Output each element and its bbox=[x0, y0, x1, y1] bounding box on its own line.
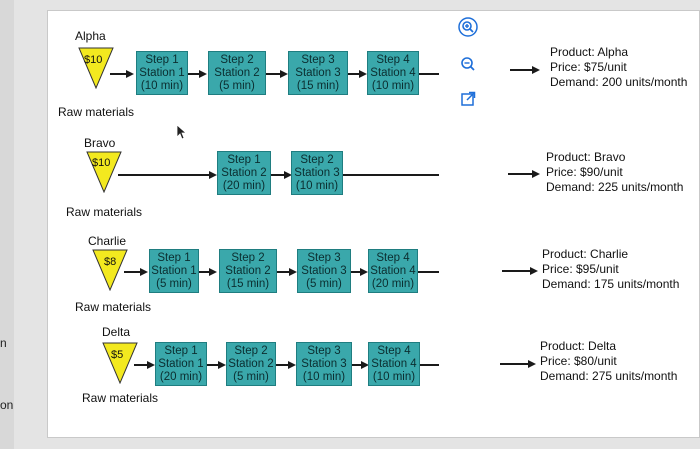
raw-materials-label-bravo: Raw materials bbox=[66, 205, 143, 219]
raw-cost-charlie: $8 bbox=[104, 256, 117, 268]
raw-cost-alpha: $10 bbox=[84, 54, 103, 66]
output-arrow-bravo bbox=[532, 169, 540, 178]
raw-materials-label-alpha: Raw materials bbox=[58, 105, 135, 119]
output-line-alpha bbox=[510, 69, 532, 71]
flow-line bbox=[266, 73, 280, 75]
product-name-bravo: Bravo bbox=[84, 136, 116, 150]
flow-line bbox=[348, 73, 360, 75]
flow-arrow bbox=[360, 267, 368, 276]
raw-material-triangle-charlie bbox=[92, 249, 128, 291]
flow-line bbox=[419, 73, 439, 75]
flow-arrow bbox=[140, 267, 148, 276]
raw-materials-label-delta: Raw materials bbox=[82, 391, 159, 405]
output-line-charlie bbox=[502, 270, 530, 272]
output-line-bravo bbox=[508, 173, 532, 175]
raw-material-triangle-delta bbox=[102, 342, 138, 384]
raw-material-triangle-bravo bbox=[86, 151, 122, 193]
flow-line bbox=[134, 364, 148, 366]
flow-line bbox=[118, 174, 210, 176]
output-line-delta bbox=[500, 363, 528, 365]
output-arrow-delta bbox=[528, 359, 536, 368]
left-window-edge bbox=[0, 0, 14, 449]
flow-arrow bbox=[288, 360, 296, 369]
product-name-delta: Delta bbox=[102, 325, 131, 339]
flow-arrow bbox=[289, 267, 297, 276]
flow-arrow bbox=[199, 69, 207, 78]
open-external-icon[interactable] bbox=[458, 89, 478, 109]
flow-arrow bbox=[147, 360, 155, 369]
flow-line bbox=[271, 174, 284, 176]
flow-line bbox=[351, 271, 361, 273]
product-name-alpha: Alpha bbox=[75, 29, 106, 43]
flow-arrow bbox=[126, 69, 134, 78]
flow-line bbox=[277, 271, 290, 273]
flow-line bbox=[199, 271, 210, 273]
flow-arrow bbox=[209, 267, 217, 276]
flow-arrow bbox=[359, 69, 367, 78]
raw-material-triangle-alpha bbox=[78, 47, 114, 89]
raw-materials-label-charlie: Raw materials bbox=[75, 300, 152, 314]
flow-line bbox=[276, 364, 289, 366]
flow-line bbox=[124, 271, 141, 273]
left-edge-text-2: on bbox=[0, 398, 14, 412]
raw-cost-delta: $5 bbox=[111, 349, 124, 361]
flow-arrow bbox=[280, 69, 288, 78]
raw-cost-bravo: $10 bbox=[92, 157, 111, 169]
zoom-in-icon[interactable] bbox=[458, 17, 478, 37]
output-arrow-charlie bbox=[530, 266, 538, 275]
flow-line bbox=[352, 364, 362, 366]
flow-line bbox=[343, 174, 439, 176]
flow-arrow bbox=[218, 360, 226, 369]
product-name-charlie: Charlie bbox=[88, 234, 127, 248]
flow-line bbox=[207, 364, 219, 366]
flow-line bbox=[418, 271, 439, 273]
left-edge-text-1: n bbox=[0, 336, 7, 350]
flow-arrow bbox=[284, 170, 292, 179]
flow-arrow bbox=[209, 170, 217, 179]
flow-line bbox=[110, 73, 127, 75]
mouse-cursor-icon bbox=[176, 124, 188, 140]
flow-line bbox=[420, 364, 439, 366]
flow-line bbox=[188, 73, 200, 75]
flow-arrow bbox=[361, 360, 369, 369]
zoom-out-icon[interactable] bbox=[458, 54, 478, 74]
output-arrow-alpha bbox=[532, 65, 540, 74]
